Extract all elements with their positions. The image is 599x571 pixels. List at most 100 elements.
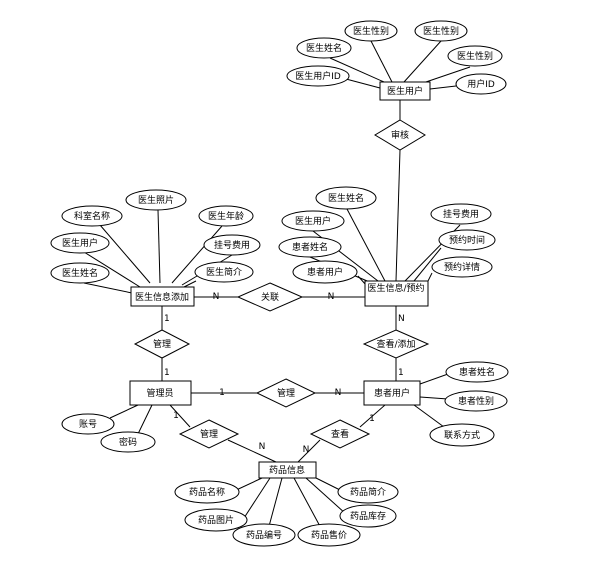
cardinality-associate-left: N: [213, 292, 220, 302]
relationship-label: 管理: [277, 387, 295, 399]
attribute-pu-gender: 患者性别: [444, 390, 508, 412]
line-da-age: [171, 225, 223, 284]
entity-label: 药品信息: [269, 464, 305, 476]
line-ad-password: [136, 404, 153, 437]
relationship-view-drug: 查看: [309, 419, 371, 449]
line-dr-stock: [305, 477, 347, 515]
attribute-label: 患者性别: [458, 395, 494, 407]
attribute-label: 挂号费用: [443, 208, 479, 220]
entity-label: 医生用户: [387, 85, 423, 97]
attribute-label: 医生性别: [457, 50, 493, 62]
attribute-pu-name: 患者姓名: [445, 361, 509, 383]
attribute-db-time: 预约时间: [438, 229, 496, 251]
line-pu-contact: [413, 404, 445, 428]
attribute-label: 药品简介: [350, 486, 386, 498]
attribute-dr-code: 药品编号: [232, 523, 296, 547]
attribute-db-detail: 预约详情: [431, 256, 493, 278]
entity-label: 医生信息添加: [135, 291, 189, 303]
attribute-label: 预约时间: [449, 234, 485, 246]
attribute-da-user: 医生用户: [50, 232, 110, 254]
attribute-label: 账号: [79, 419, 97, 430]
entity-doctor-user: 医生用户: [379, 81, 431, 101]
attribute-label: 药品名称: [189, 486, 225, 498]
entity-patient-user: 患者用户: [363, 380, 421, 406]
relationship-label: 查看/添加: [376, 338, 415, 350]
cardinality-manage-left-bottom: 1: [164, 368, 170, 378]
attribute-db-fee: 挂号费用: [430, 203, 492, 225]
attribute-label: 联系方式: [444, 429, 480, 441]
attribute-da-intro: 医生简介: [194, 261, 254, 283]
attribute-label: 药品库存: [350, 510, 386, 522]
cardinality-view-add-bottom: 1: [398, 368, 404, 378]
attribute-label: 患者姓名: [459, 366, 495, 378]
attribute-du-gender3: 医生性别: [447, 45, 503, 67]
attribute-label: 用户ID: [467, 78, 495, 90]
attribute-label: 医生用户: [62, 237, 98, 249]
entity-label: 患者用户: [374, 387, 410, 399]
attribute-label: 药品图片: [198, 514, 234, 526]
line-dr-code: [267, 477, 283, 531]
attribute-label: 药品编号: [246, 529, 282, 541]
attribute-db-patient-name: 患者姓名: [278, 236, 342, 258]
attribute-db-name: 医生姓名: [315, 186, 377, 210]
relationship-manage-mid: 管理: [255, 378, 317, 408]
attribute-da-age: 医生年龄: [198, 205, 254, 227]
line-du-gender1: [370, 40, 393, 83]
attribute-label: 医生姓名: [306, 42, 342, 54]
line-da-photo: [157, 209, 161, 284]
line-db-name: [346, 208, 386, 282]
line-dr-price: [293, 477, 323, 531]
line-du-userid: [345, 78, 381, 89]
attribute-label: 医生性别: [423, 25, 459, 37]
attribute-dr-name: 药品名称: [174, 480, 240, 504]
attribute-label: 医生姓名: [62, 267, 98, 279]
relationship-label: 管理: [153, 338, 171, 350]
attribute-label: 医生照片: [138, 194, 174, 206]
line-admin-manage-drug: [169, 404, 191, 428]
relationship-associate: 关联: [236, 282, 304, 312]
attribute-ad-password: 密码: [100, 431, 156, 453]
entity-doctor-info-booking: 医生信息/预约: [364, 280, 429, 307]
entity-doctor-info-add: 医生信息添加: [130, 286, 195, 307]
line-patient-view: [359, 404, 386, 428]
attribute-dr-image: 药品图片: [184, 508, 248, 532]
entity-label: 医生信息/预约: [367, 282, 424, 294]
relationship-label: 管理: [200, 428, 218, 440]
attribute-label: 医生年龄: [208, 210, 244, 222]
attribute-da-name: 医生姓名: [50, 262, 110, 284]
line-db-time: [413, 247, 442, 282]
relationship-label: 关联: [261, 291, 279, 303]
attribute-label: 医生用户ID: [295, 70, 341, 82]
relationship-manage-drug: 管理: [178, 419, 240, 449]
attribute-da-dept: 科室名称: [61, 205, 123, 227]
cardinality-manage-drug-bottom: N: [259, 442, 266, 452]
attribute-du-id: 用户ID: [455, 73, 507, 95]
relationship-review: 审核: [374, 119, 426, 151]
line-da-user: [83, 251, 141, 288]
line-ad-account: [109, 404, 139, 419]
attribute-label: 医生用户: [295, 215, 331, 227]
attribute-db-patient-user: 患者用户: [292, 260, 358, 284]
attribute-da-photo: 医生照片: [125, 189, 187, 211]
line-pu-name: [419, 373, 449, 385]
attribute-label: 挂号费用: [214, 239, 250, 251]
attribute-label: 医生姓名: [328, 192, 364, 204]
attribute-label: 科室名称: [74, 210, 110, 222]
cardinality-manage-left-top: 1: [164, 314, 170, 324]
attribute-db-user: 医生用户: [281, 210, 345, 232]
attribute-da-fee: 挂号费用: [203, 234, 261, 256]
relationship-manage-left: 管理: [133, 329, 191, 359]
line-du-name: [329, 57, 385, 83]
attribute-du-userid: 医生用户ID: [286, 65, 350, 87]
attribute-du-name: 医生姓名: [296, 37, 352, 59]
line-da-intro: [183, 280, 197, 288]
line-manage-drug-drug: [227, 439, 277, 463]
attribute-label: 患者用户: [307, 266, 343, 278]
entity-label: 管理员: [146, 387, 173, 399]
line-view-drug: [297, 439, 321, 463]
attribute-label: 医生性别: [353, 25, 389, 37]
attribute-ad-account: 账号: [61, 413, 115, 435]
attribute-label: 医生简介: [206, 266, 242, 278]
attribute-dr-price: 药品售价: [297, 523, 361, 547]
